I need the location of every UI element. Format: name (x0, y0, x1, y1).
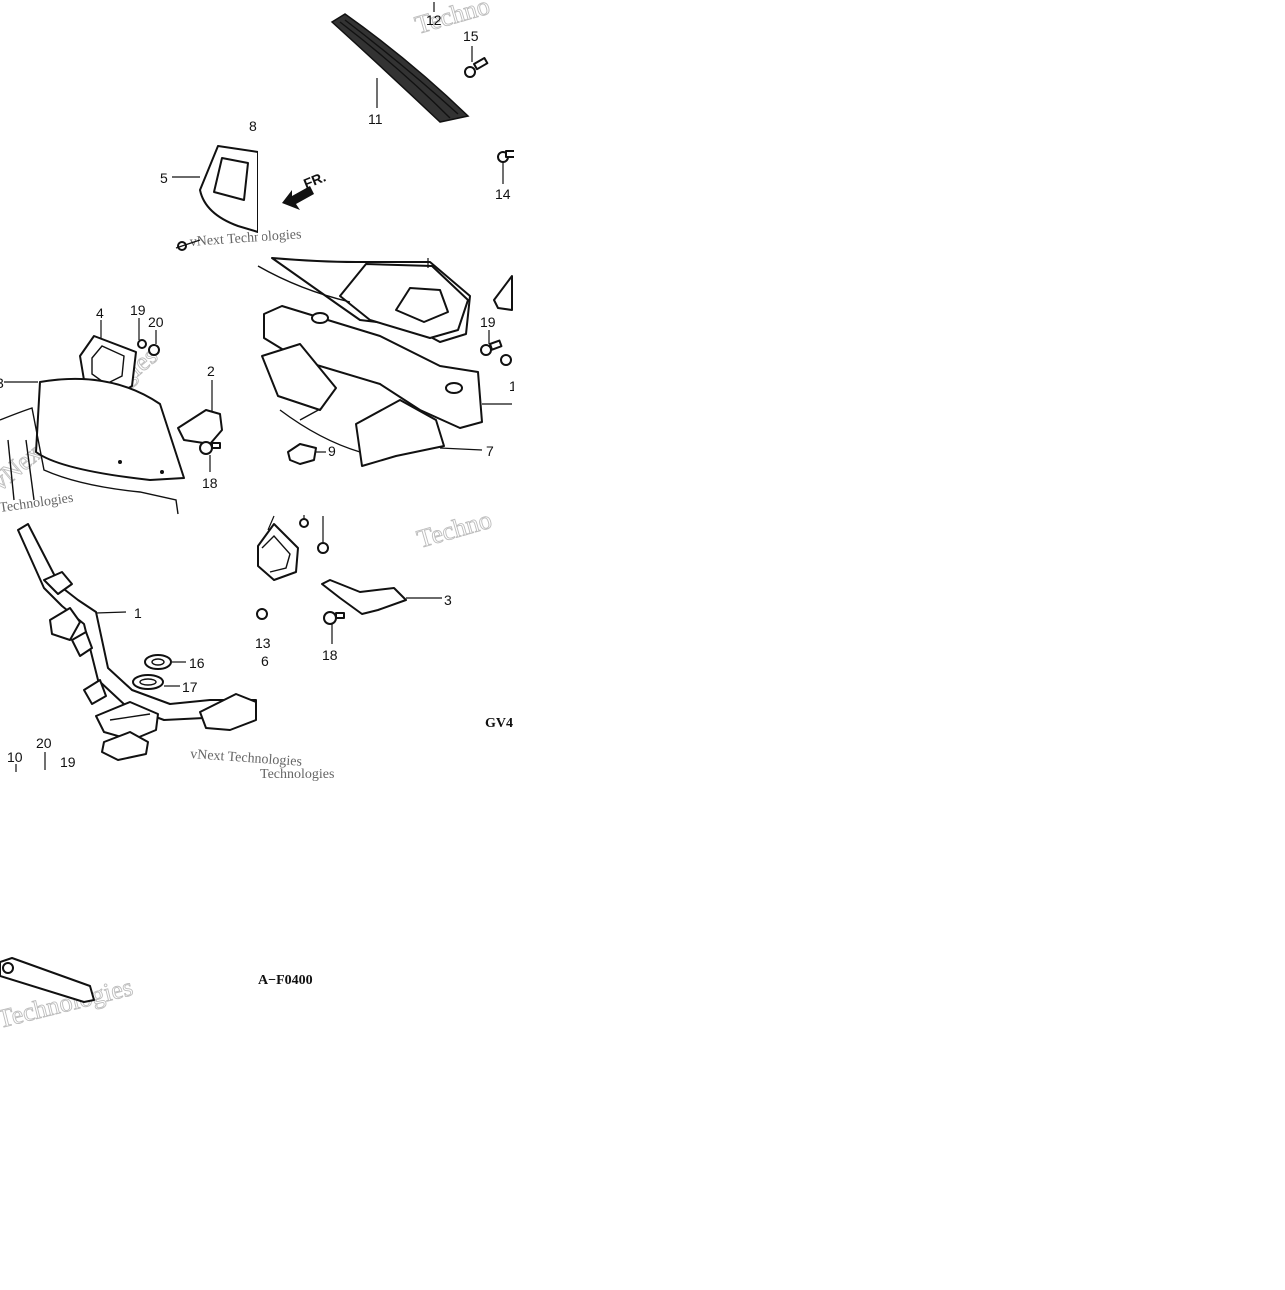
part-19-bolt (137, 318, 147, 349)
watermark: Techno (412, 0, 493, 40)
part-3-bracket (321, 579, 442, 615)
callout-3: 3 (0, 375, 4, 391)
part-front-cover (257, 257, 471, 343)
part-edge-fragment (493, 275, 513, 366)
watermark: vNext Technologies (189, 227, 302, 250)
callout-2: 2 (207, 363, 215, 379)
part-18-bolt (199, 441, 221, 472)
part-8-windscreen (0, 377, 185, 515)
part-2-bracket (177, 380, 223, 445)
front-label: FR. (301, 168, 328, 191)
callout-20: 20 (36, 735, 52, 751)
callout-16: 16 (189, 655, 205, 671)
callout-labels: 11 12 15 14 8 5 4 19 20 2 3 18 19 1 9 7 … (0, 12, 517, 988)
part-9-grommet (287, 443, 326, 465)
callout-18: 18 (202, 475, 218, 491)
callout-19: 19 (130, 302, 146, 318)
part-11-strip (330, 13, 470, 123)
part-bracket-fragment (257, 515, 299, 581)
callout-10: 10 (7, 749, 23, 765)
callout-9: 9 (328, 443, 336, 459)
front-direction-arrow (282, 186, 314, 210)
part-5-visor (172, 145, 259, 233)
callout-5: 5 (160, 170, 168, 186)
callout-8: 8 (249, 118, 257, 134)
part-20-bolt (148, 330, 160, 356)
screw (317, 516, 329, 554)
part-13-nut (256, 608, 268, 620)
screw (175, 239, 201, 251)
callout-17: 17 (182, 679, 198, 695)
screw (299, 515, 309, 528)
diagram-code-left: A−F0400 (258, 973, 313, 988)
watermark: Techno (414, 505, 495, 554)
callout-6: 6 (261, 653, 269, 669)
callout-1: 1 (509, 378, 517, 394)
callout-7: 7 (486, 443, 494, 459)
part-1-handlebar (17, 523, 257, 761)
callout-13: 13 (255, 635, 271, 651)
callout-1: 1 (134, 605, 142, 621)
part-18-bolt (323, 611, 345, 644)
callout-4: 4 (96, 305, 104, 321)
watermark: Technologies (0, 491, 74, 516)
part-16-collar (144, 654, 186, 670)
callout-14: 14 (495, 186, 511, 202)
callout-11: 11 (368, 111, 383, 127)
callout-20: 20 (148, 314, 164, 330)
callout-15: 15 (463, 28, 479, 44)
part-7-inner-frame (261, 305, 512, 467)
part-17-cushion (132, 674, 180, 690)
callout-12: 12 (426, 12, 442, 28)
callout-19: 19 (60, 754, 76, 770)
part-14-bolt (497, 150, 517, 163)
callout-19: 19 (480, 314, 496, 330)
watermark: Technologies (260, 767, 334, 782)
callout-18: 18 (322, 647, 338, 663)
part-19-bolt (480, 330, 503, 356)
diagram-code-right: GV4 (485, 716, 513, 731)
callout-3: 3 (444, 592, 452, 608)
part-handle-grip (0, 957, 95, 1003)
part-15-bolt (464, 57, 489, 78)
